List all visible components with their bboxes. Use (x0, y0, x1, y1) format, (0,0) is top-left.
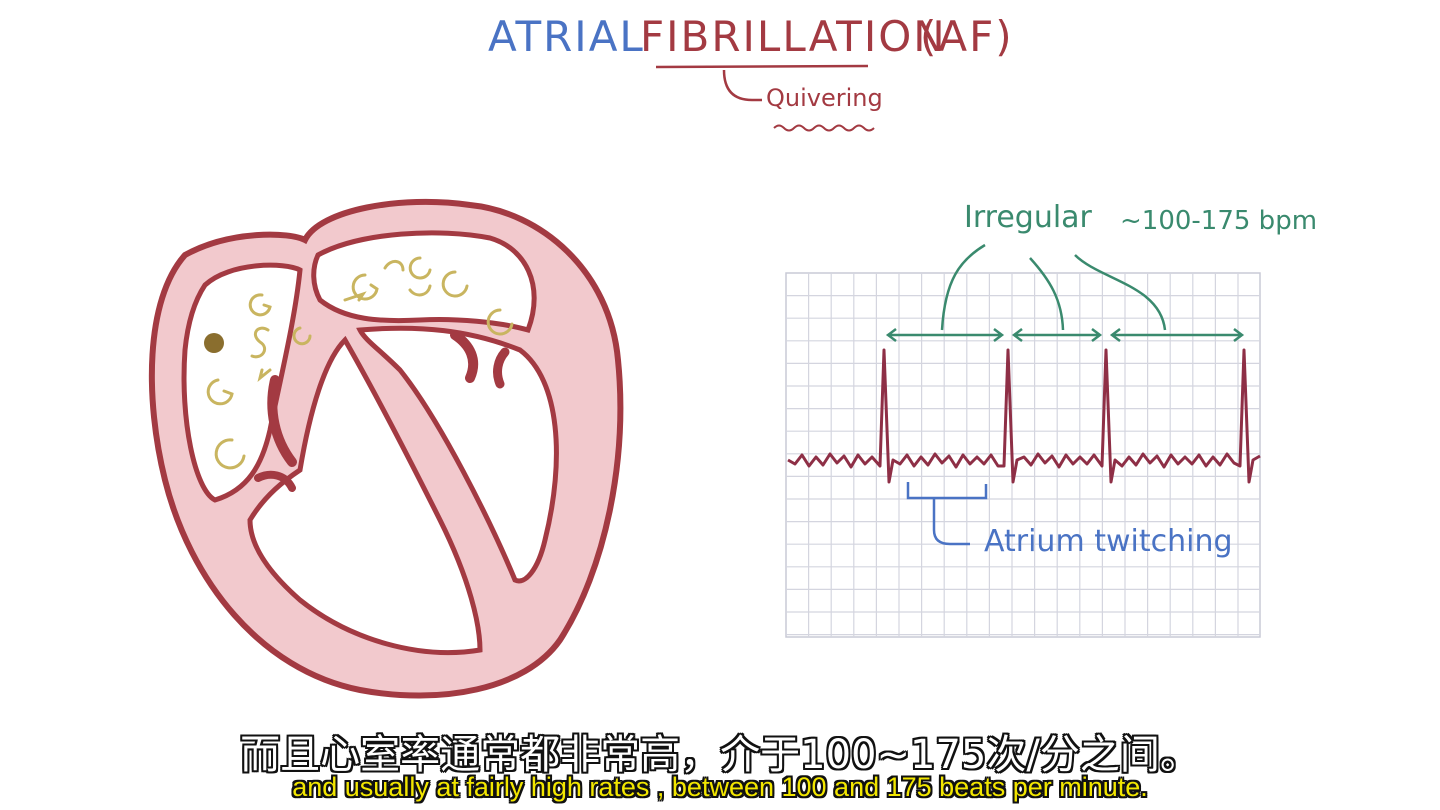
right-ventricle-chamber (356, 325, 559, 584)
sa-node-dot (204, 333, 224, 353)
ecg-trace (787, 348, 1261, 484)
impulse-squiggle (408, 256, 432, 280)
impulse-squiggle (214, 438, 246, 470)
right-atrium-chamber (311, 230, 537, 334)
valve-flap-lower (254, 470, 296, 492)
irregular-leader-2 (1029, 257, 1065, 331)
tricuspid-valve-flap (450, 330, 479, 383)
impulse-squiggle (257, 368, 272, 382)
quivering-connector (722, 69, 762, 102)
ecg-strip (785, 243, 1261, 638)
atrium-twitching-label: Atrium twitching (984, 524, 1233, 559)
mitral-valve-flap (267, 375, 297, 467)
impulse-squiggle (383, 260, 405, 272)
heart-illustration (148, 198, 624, 699)
irregular-leader-1 (940, 243, 986, 331)
rr-arrow-3 (1109, 328, 1245, 342)
title-fibrillation: FIBRILLATION (640, 12, 947, 61)
left-atrium-chamber (181, 262, 303, 503)
irregular-leader-3 (1074, 254, 1167, 331)
rate-label: ~100-175 bpm (1120, 206, 1318, 236)
quivering-squiggle (773, 124, 875, 132)
ecg-grid-border (785, 272, 1261, 638)
valve-flap-right (493, 347, 510, 389)
rr-arrow-1 (885, 328, 1005, 342)
atrium-bracket (906, 482, 988, 546)
quivering-note: Quivering (766, 84, 883, 112)
impulse-squiggle (441, 270, 469, 298)
rr-interval-arrows (885, 243, 1245, 342)
title-atrial: ATRIAL (488, 12, 645, 61)
title-abbreviation: (AF) (920, 12, 1014, 61)
title-underline (655, 64, 869, 69)
impulse-squiggle (206, 378, 234, 406)
rr-arrow-2 (1011, 328, 1103, 342)
impulse-squiggle (292, 326, 312, 346)
impulse-squiggle (486, 308, 514, 336)
irregular-label: Irregular (964, 200, 1092, 235)
impulse-squiggle (343, 291, 367, 302)
subtitle-chinese: 而且心室率通常都非常高，介于100~175次/分之间。 (240, 732, 1200, 778)
subtitle-english: and usually at fairly high rates , betwe… (292, 772, 1148, 802)
left-ventricle-chamber (247, 335, 483, 655)
impulse-squiggle (408, 284, 432, 297)
chaotic-impulses (206, 256, 514, 470)
impulse-squiggle (248, 293, 272, 317)
impulse-squiggle (250, 326, 270, 359)
